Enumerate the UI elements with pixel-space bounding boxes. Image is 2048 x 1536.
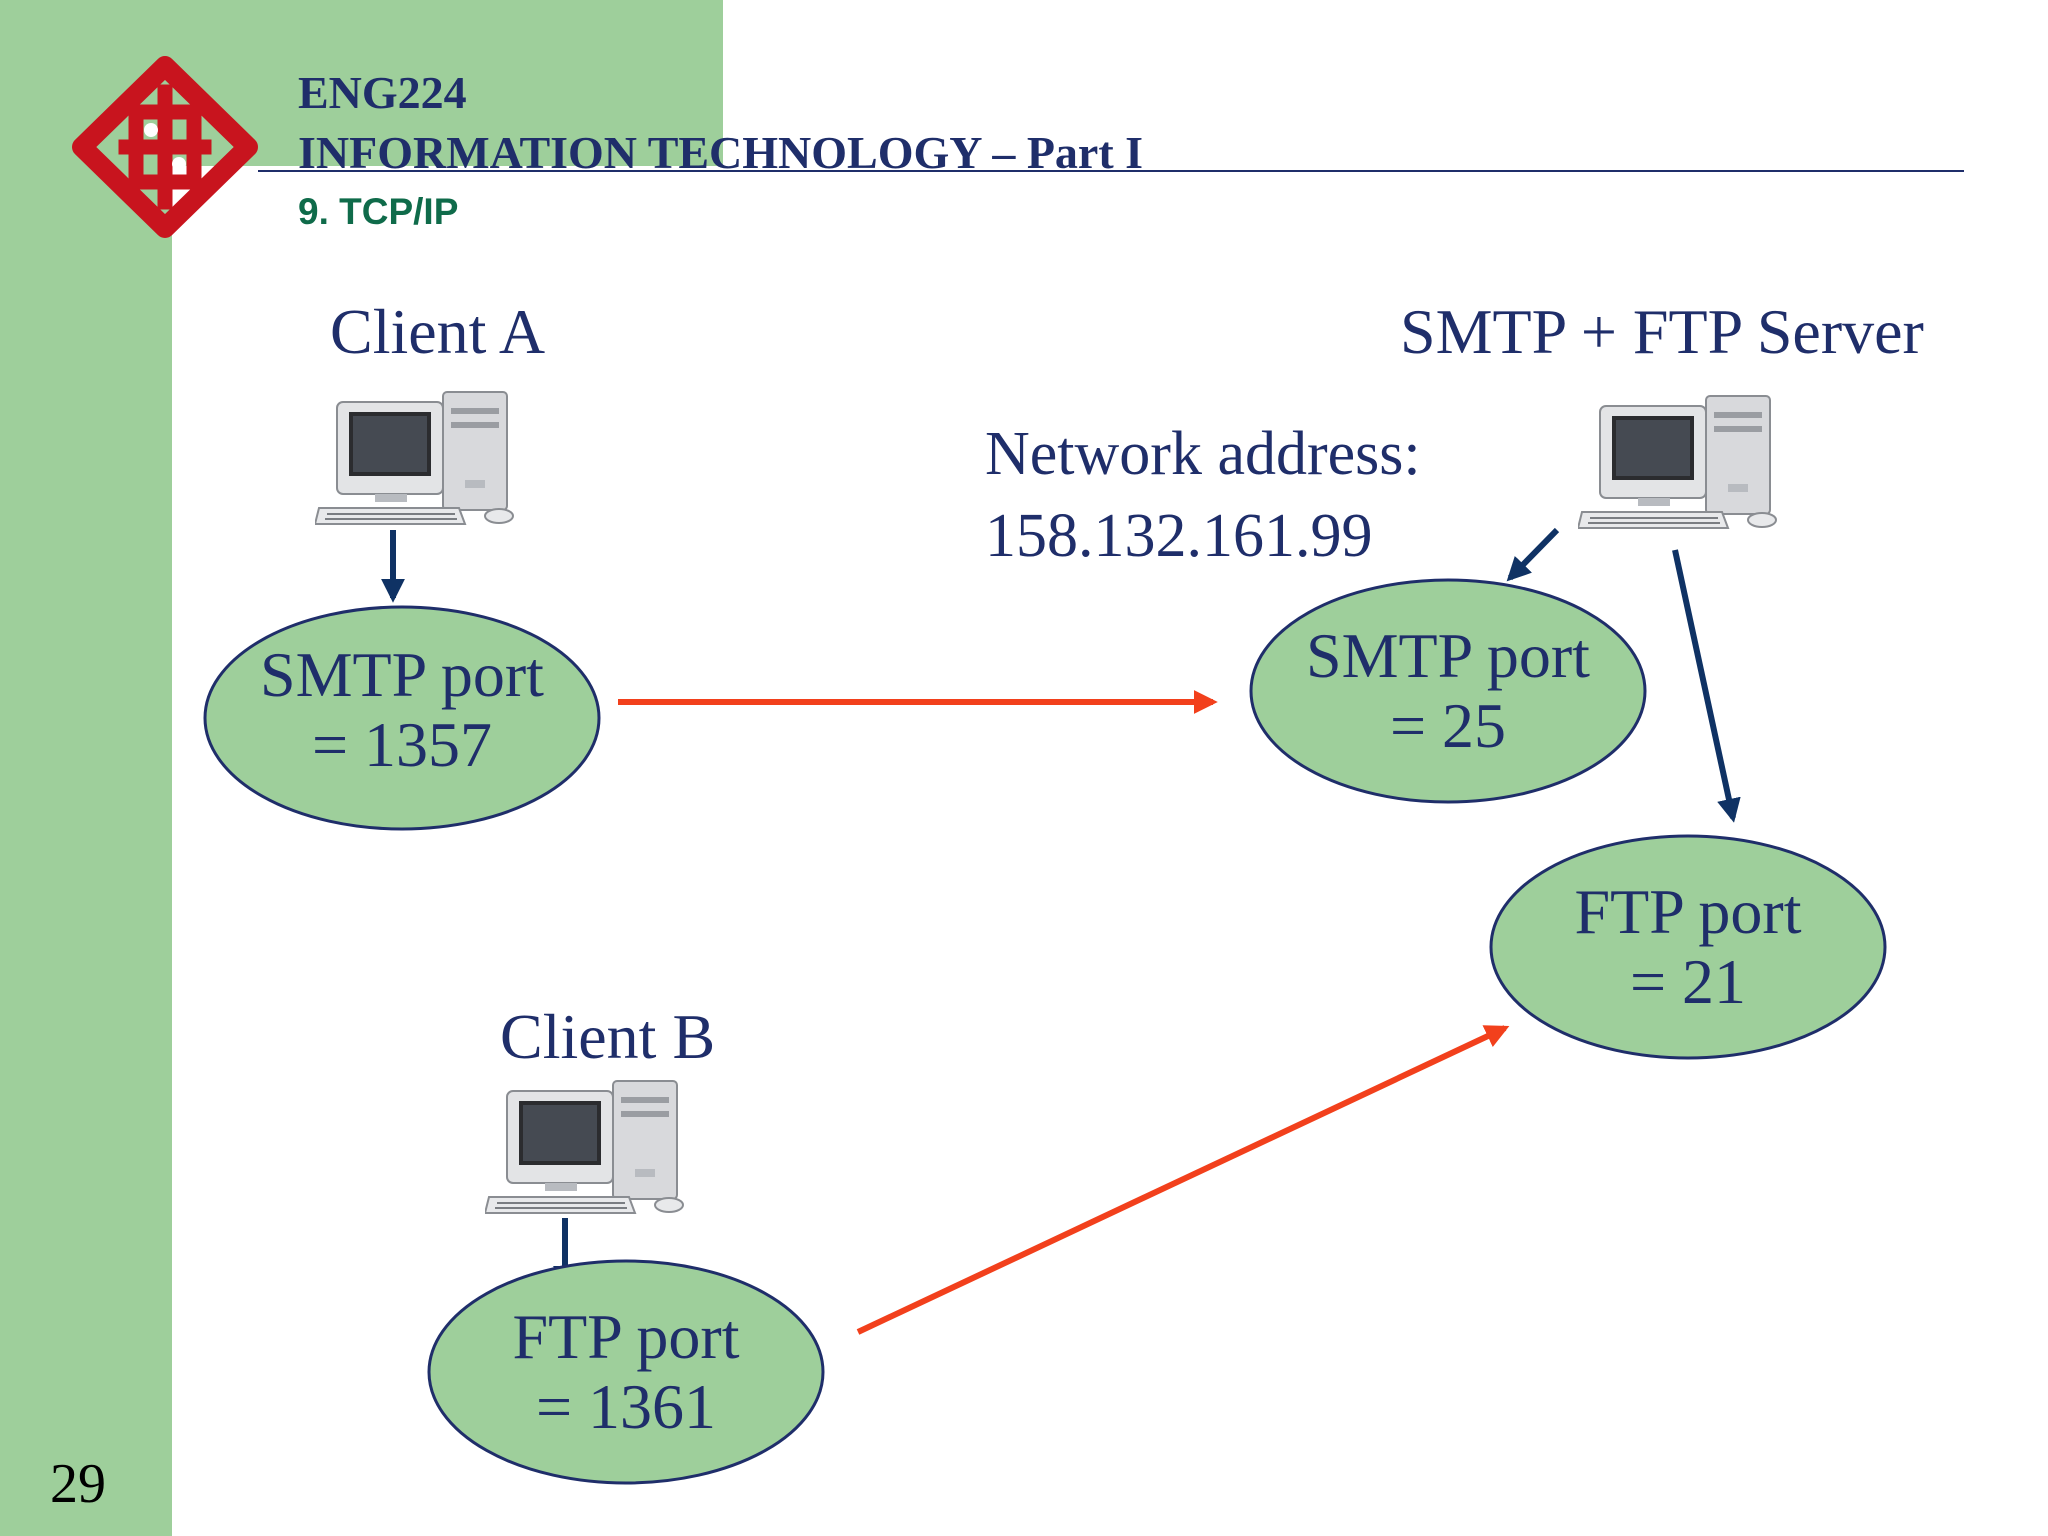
header-rule: [258, 170, 1964, 172]
server-ftp-port-oval: [1489, 834, 1887, 1060]
green-header-band: [0, 0, 723, 166]
server-to-smtp-arrow: [1506, 527, 1560, 582]
server-smtp-port-oval: [1249, 578, 1647, 804]
server-label: SMTP + FTP Server: [1400, 296, 1924, 367]
page-number: 29: [50, 1453, 106, 1515]
green-sidebar-strip: [0, 0, 172, 1536]
client-b-label: Client B: [500, 1001, 716, 1072]
client-a-smtp-port-oval: [203, 605, 601, 831]
university-logo-icon: [72, 56, 258, 238]
port-name: SMTP port: [260, 639, 544, 710]
port-number: = 21: [1629, 946, 1747, 1018]
client-a-label: Client A: [330, 296, 546, 367]
slide-title: INFORMATION TECHNOLOGY – Part I: [298, 127, 1144, 178]
ftp-connection-arrow: [856, 1025, 1510, 1335]
network-address-value: 158.132.161.99: [985, 502, 1373, 570]
client-b-ftp-port-label: FTP port = 1361: [429, 1301, 823, 1443]
client-b-computer-icon: [485, 1080, 684, 1214]
port-name: SMTP port: [1306, 620, 1590, 691]
port-name: FTP port: [512, 1301, 740, 1372]
server-computer-icon: [1578, 395, 1777, 529]
client-a-smtp-port-label: SMTP port = 1357: [205, 639, 599, 781]
server-ftp-port-label: FTP port = 21: [1491, 876, 1885, 1018]
section-title: 9. TCP/IP: [298, 191, 459, 232]
course-code: ENG224: [298, 67, 467, 118]
server-smtp-port-label: SMTP port = 25: [1251, 620, 1645, 762]
server-to-ftp-arrow: [1672, 549, 1741, 823]
client-b-ftp-port-oval: [427, 1259, 825, 1485]
port-name: FTP port: [1574, 876, 1802, 947]
network-address-label: Network address:: [985, 420, 1421, 488]
port-number: = 1357: [311, 709, 493, 781]
client-a-computer-icon: [315, 391, 514, 525]
port-number: = 25: [1389, 690, 1507, 762]
port-number: = 1361: [535, 1371, 717, 1443]
